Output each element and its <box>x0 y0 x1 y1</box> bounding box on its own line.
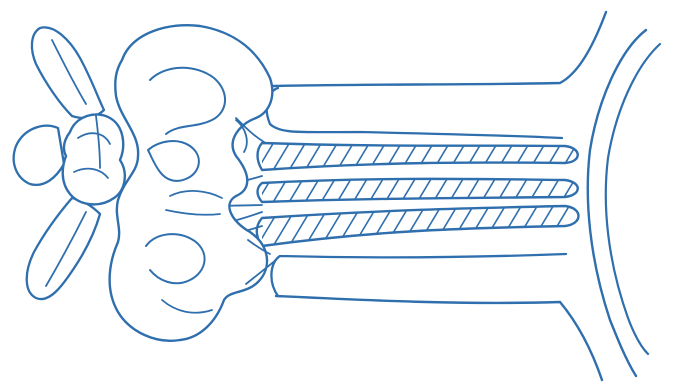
knot <box>63 114 125 204</box>
hatch-line <box>432 204 458 248</box>
lower-band <box>271 254 566 296</box>
cone-rim-outer <box>606 44 660 354</box>
hatched-tube-lower <box>240 204 618 248</box>
hatch-line <box>256 140 275 172</box>
cone-outer-lower-contour <box>276 296 602 380</box>
upper-band <box>267 88 562 138</box>
central-folded-mass <box>110 25 273 341</box>
hatched-tube-upper-outline <box>258 143 578 170</box>
hatch-line <box>576 140 595 172</box>
cone-outer-upper-contour <box>272 12 606 86</box>
hatched-tube-middle-outline <box>258 179 578 202</box>
hatch-line <box>320 204 346 248</box>
hatch-line <box>464 204 490 248</box>
left-ribbon-lower <box>27 198 100 299</box>
hatch-line <box>272 175 289 204</box>
hatched-tube-lower-outline <box>257 206 579 246</box>
hatch-line <box>336 204 362 248</box>
hatch-line <box>448 204 474 248</box>
left-ribbon-side <box>14 126 64 185</box>
diagram-ink <box>14 12 660 380</box>
hatch-line <box>480 204 506 248</box>
hatched-tube-upper <box>240 140 611 172</box>
hatched-tube-middle <box>240 175 609 204</box>
cone-rim-inner <box>588 30 646 376</box>
